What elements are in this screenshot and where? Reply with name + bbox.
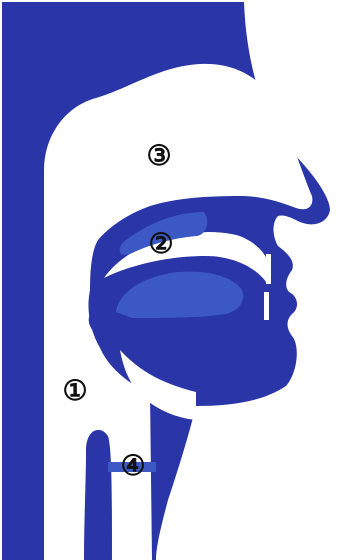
marker-3: ③	[146, 143, 172, 169]
upper-teeth-gap	[266, 254, 271, 284]
marker-1: ①	[62, 378, 88, 404]
marker-4: ④	[120, 453, 146, 479]
larynx-column	[84, 430, 112, 560]
marker-2: ②	[148, 231, 174, 257]
lower-teeth-gap	[264, 292, 269, 320]
